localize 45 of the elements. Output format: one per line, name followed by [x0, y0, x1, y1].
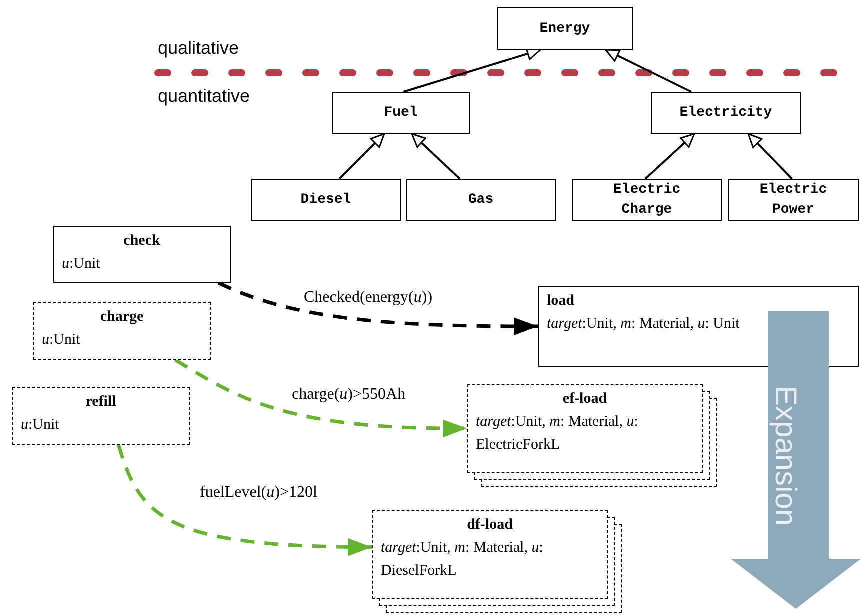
edge-label: charge(u)>550Ah	[290, 386, 408, 404]
inheritance-arrow	[605, 49, 692, 93]
class-name: Electric Charge	[612, 181, 682, 220]
inheritance-arrow	[748, 133, 793, 180]
class-name: Electricity	[680, 104, 772, 123]
edge-label: Checked(energy(u))	[302, 289, 435, 307]
layer-label: quantitative	[158, 86, 250, 107]
dashed-task-box	[33, 302, 211, 360]
class-name: Energy	[540, 20, 590, 38]
class-box	[572, 179, 722, 221]
inheritance-arrow	[338, 133, 386, 180]
task-name: refill	[84, 393, 118, 412]
class-box	[497, 7, 633, 50]
class-name: Gas	[468, 191, 494, 210]
dashed-arrow	[174, 358, 468, 438]
dashed-task-box	[467, 384, 703, 473]
inheritance-arrow	[411, 133, 461, 180]
class-box	[728, 179, 859, 221]
task-name: check	[122, 232, 162, 251]
class-box	[332, 92, 470, 134]
class-name: Fuel	[384, 104, 418, 123]
parameter-list: u:Unit	[62, 253, 222, 276]
class-box	[651, 92, 801, 134]
dashed-task-box	[12, 387, 190, 445]
inheritance-arrow	[644, 133, 696, 180]
task-box	[53, 226, 231, 283]
arrow-label: Expansion	[768, 386, 802, 526]
dashed-arrow	[117, 444, 372, 556]
parameter-list: target:Unit, m: Material, u: Unit	[547, 313, 747, 336]
parameter-list: u:Unit	[42, 329, 202, 352]
task-name: load	[547, 292, 576, 311]
class-box	[251, 179, 401, 221]
class-name: Electric Power	[758, 181, 828, 220]
class-name: Diesel	[300, 191, 352, 210]
layer-label: qualitative	[158, 38, 240, 59]
parameter-list: target:Unit, m: Material, u: DieselForkL	[381, 537, 581, 583]
edge-label: fuelLevel(u)>120l	[198, 484, 320, 502]
parameter-list: u:Unit	[21, 414, 181, 437]
task-name: charge	[99, 308, 145, 327]
dashed-task-box	[372, 510, 608, 599]
task-name: ef-load	[562, 390, 608, 409]
dashed-arrow	[218, 281, 538, 336]
task-name: df-load	[466, 516, 514, 535]
class-box	[406, 179, 556, 221]
parameter-list: target:Unit, m: Material, u: ElectricForkL	[476, 411, 676, 457]
